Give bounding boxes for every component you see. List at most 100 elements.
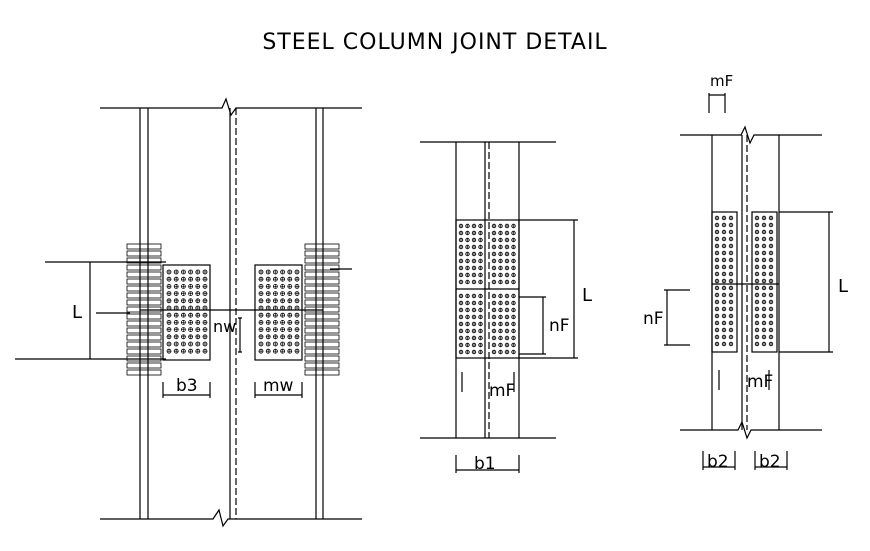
bolt-cross: [769, 237, 773, 241]
bolt-cross: [769, 230, 773, 234]
bolt-cross: [174, 306, 179, 310]
bolt-cross: [762, 251, 766, 255]
bolt-cross: [762, 258, 766, 262]
bolt-cross: [287, 313, 292, 318]
bolt-cross: [188, 298, 193, 303]
bolt-cross: [295, 284, 299, 289]
bolt-cross: [492, 259, 496, 263]
bolt-cross: [511, 252, 516, 256]
bolt-cross: [181, 349, 186, 354]
bolt-cross: [295, 306, 299, 310]
bolt-cross: [273, 284, 278, 289]
bolt-cross: [459, 231, 463, 235]
bolt-cross: [769, 244, 773, 248]
bolt-cross: [195, 277, 200, 282]
bolt-cross: [722, 321, 726, 325]
bolt-cross: [259, 270, 263, 274]
bolt-cross: [729, 237, 733, 241]
flange-bolt: [304, 250, 340, 257]
bolt-cross: [167, 313, 171, 318]
bolt-cross: [195, 342, 200, 346]
dim-label-b2-left: b2: [707, 452, 729, 472]
bolt-cross: [729, 342, 733, 346]
bolt-cross: [498, 273, 503, 277]
dim-label-mF-top: mF: [710, 72, 733, 90]
bolt-cross: [203, 327, 207, 332]
bolt-cross: [722, 342, 726, 346]
bolt-cross: [769, 293, 773, 297]
bolt-cross: [174, 313, 179, 318]
bolt-cross: [295, 277, 299, 282]
bolt-cross: [729, 314, 733, 318]
bolt-cross: [188, 306, 193, 310]
bolt-cross: [295, 342, 299, 346]
bolt-cross: [259, 277, 263, 282]
dim-label-b1: b1: [474, 454, 496, 474]
bolt-cross: [465, 336, 470, 340]
bolt-cross: [478, 280, 483, 284]
bolt-cross: [203, 270, 207, 274]
bolt-cross: [181, 277, 186, 282]
bolt-cross: [769, 321, 773, 325]
bolt-cross: [498, 308, 503, 312]
bolt-cross: [762, 342, 766, 346]
bolt-cross: [729, 244, 733, 248]
bolt-cross: [755, 244, 759, 248]
bolt-cross: [478, 322, 483, 326]
bolt-cross: [280, 342, 285, 346]
bolt-cross: [498, 294, 503, 298]
bolt-cross: [465, 343, 470, 347]
bolt-cross: [722, 279, 726, 283]
bolt-cross: [203, 306, 207, 310]
bolt-cross: [511, 224, 516, 228]
flange-bolt: [126, 292, 162, 299]
bolt-cross: [729, 230, 733, 234]
bolt-cross: [259, 298, 263, 303]
bolt-cross: [259, 313, 263, 318]
bolt-cross: [769, 307, 773, 311]
bolt-cross: [729, 321, 733, 325]
bolt-cross: [280, 313, 285, 318]
bolt-cross: [755, 328, 759, 332]
bolt-cross: [295, 334, 299, 339]
bolt-cross: [769, 265, 773, 269]
bolt-cross: [492, 294, 496, 298]
bolt-cross: [762, 300, 766, 304]
bolt-cross: [505, 343, 509, 347]
bolt-cross: [465, 308, 470, 312]
bolt-cross: [715, 321, 719, 325]
bolt-cross: [769, 335, 773, 339]
flange-bolt: [126, 320, 162, 327]
bolt-cross: [459, 273, 463, 277]
bolt-cross: [280, 327, 285, 332]
bolt-cross: [181, 291, 186, 296]
flange-bolt: [304, 320, 340, 327]
bolt-cross: [492, 315, 496, 319]
bolt-cross: [280, 349, 285, 354]
bolt-cross: [729, 300, 733, 304]
bolt-cross: [203, 298, 207, 303]
bolt-cross: [188, 334, 193, 339]
bolt-cross: [722, 237, 726, 241]
bolt-cross: [498, 315, 503, 319]
bolt-cross: [266, 342, 271, 346]
bolt-cross: [195, 284, 200, 289]
bolt-cross: [762, 328, 766, 332]
bolt-cross: [295, 313, 299, 318]
bolt-cross: [755, 258, 759, 262]
bolt-cross: [465, 238, 470, 242]
bolt-cross: [295, 349, 299, 354]
bolt-cross: [273, 277, 278, 282]
bolt-cross: [181, 327, 186, 332]
bolt-cross: [762, 272, 766, 276]
bolt-cross: [492, 329, 496, 333]
bolt-cross: [498, 350, 503, 354]
bolt-cross: [498, 280, 503, 284]
bolt-cross: [465, 315, 470, 319]
bolt-cross: [715, 230, 719, 234]
bolt-cross: [478, 301, 483, 305]
bolt-cross: [287, 327, 292, 332]
bolt-cross: [280, 277, 285, 282]
bolt-cross: [287, 291, 292, 296]
bolt-cross: [181, 298, 186, 303]
